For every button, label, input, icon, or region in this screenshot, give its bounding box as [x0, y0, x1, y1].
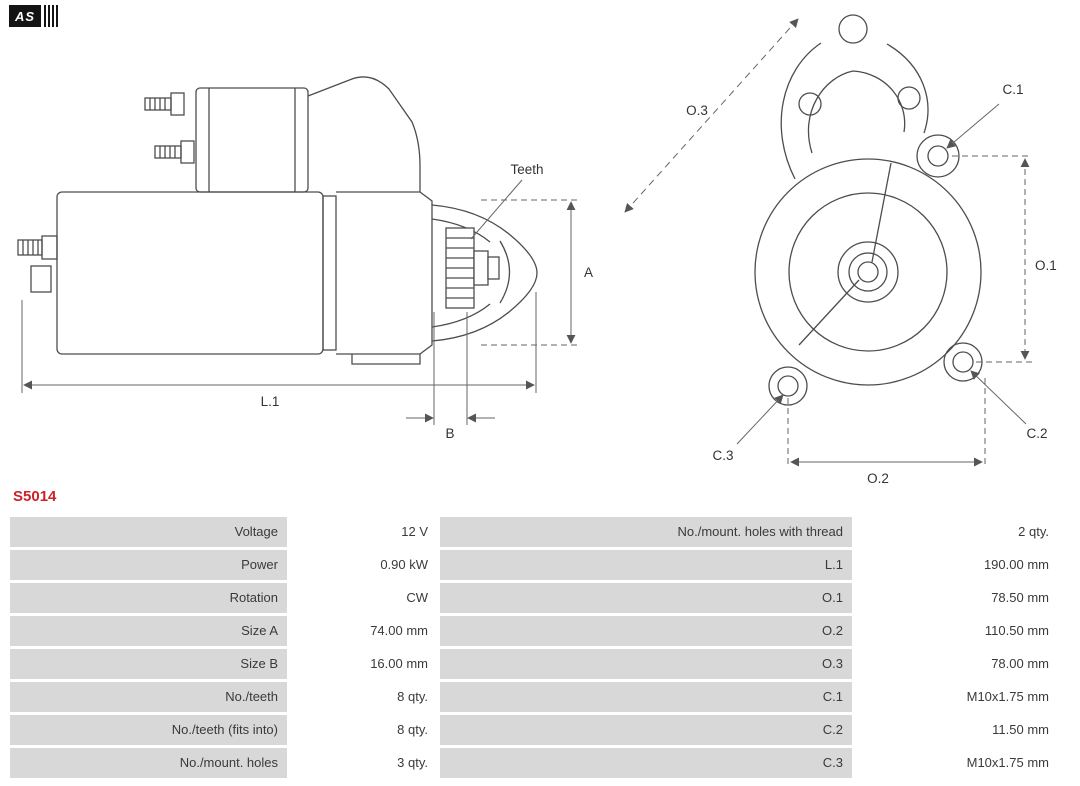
- front-view-dimensions: [624, 18, 1032, 468]
- logo-barcode-icon: [44, 5, 61, 27]
- spec-c1-label: C.1: [440, 682, 852, 712]
- spec-voltage-value: 12 V: [290, 517, 437, 547]
- spec-c2-label: C.2: [440, 715, 852, 745]
- dim-label-c1: C.1: [1002, 82, 1023, 97]
- spec-table: Voltage 12 V No./mount. holes with threa…: [10, 517, 1058, 778]
- spec-mount-holes-threaded-label: No./mount. holes with thread: [440, 517, 852, 547]
- spec-power-value: 0.90 kW: [290, 550, 437, 580]
- dim-label-c2: C.2: [1026, 426, 1047, 441]
- spec-rotation-label: Rotation: [10, 583, 287, 613]
- spec-voltage-label: Voltage: [10, 517, 287, 547]
- spec-o2-label: O.2: [440, 616, 852, 646]
- dim-label-o1: O.1: [1035, 258, 1057, 273]
- spec-o3-value: 78.00 mm: [855, 649, 1058, 679]
- dim-label-teeth: Teeth: [510, 162, 543, 177]
- spec-teeth-fits-into-value: 8 qty.: [290, 715, 437, 745]
- spec-teeth-value: 8 qty.: [290, 682, 437, 712]
- spec-size-a-label: Size A: [10, 616, 287, 646]
- spec-teeth-fits-into-label: No./teeth (fits into): [10, 715, 287, 745]
- spec-size-b-value: 16.00 mm: [290, 649, 437, 679]
- front-view-outline: [754, 14, 983, 406]
- spec-size-a-value: 74.00 mm: [290, 616, 437, 646]
- product-code: S5014: [13, 488, 57, 505]
- spec-o1-label: O.1: [440, 583, 852, 613]
- spec-rotation-value: CW: [290, 583, 437, 613]
- spec-c2-value: 11.50 mm: [855, 715, 1058, 745]
- dim-label-b: B: [445, 426, 454, 441]
- side-view-dimensions: [21, 179, 578, 425]
- dim-label-l1: L.1: [261, 394, 280, 409]
- spec-c1-value: M10x1.75 mm: [855, 682, 1058, 712]
- spec-mount-holes-threaded-value: 2 qty.: [855, 517, 1058, 547]
- spec-size-b-label: Size B: [10, 649, 287, 679]
- logo-text: AS: [9, 5, 42, 27]
- as-pl-logo: AS: [9, 5, 61, 27]
- dim-label-a: A: [584, 265, 593, 280]
- dim-label-o3: O.3: [686, 103, 708, 118]
- spec-o3-label: O.3: [440, 649, 852, 679]
- spec-c3-label: C.3: [440, 748, 852, 778]
- spec-o1-value: 78.50 mm: [855, 583, 1058, 613]
- dim-label-c3: C.3: [712, 448, 733, 463]
- spec-l1-label: L.1: [440, 550, 852, 580]
- spec-o2-value: 110.50 mm: [855, 616, 1058, 646]
- spec-mount-holes-value: 3 qty.: [290, 748, 437, 778]
- spec-power-label: Power: [10, 550, 287, 580]
- spec-l1-value: 190.00 mm: [855, 550, 1058, 580]
- technical-drawing: Teeth A L.1 B: [17, 14, 1057, 486]
- spec-mount-holes-label: No./mount. holes: [10, 748, 287, 778]
- spec-c3-value: M10x1.75 mm: [855, 748, 1058, 778]
- side-view-outline: [17, 76, 538, 365]
- dim-label-o2: O.2: [867, 471, 889, 486]
- spec-teeth-label: No./teeth: [10, 682, 287, 712]
